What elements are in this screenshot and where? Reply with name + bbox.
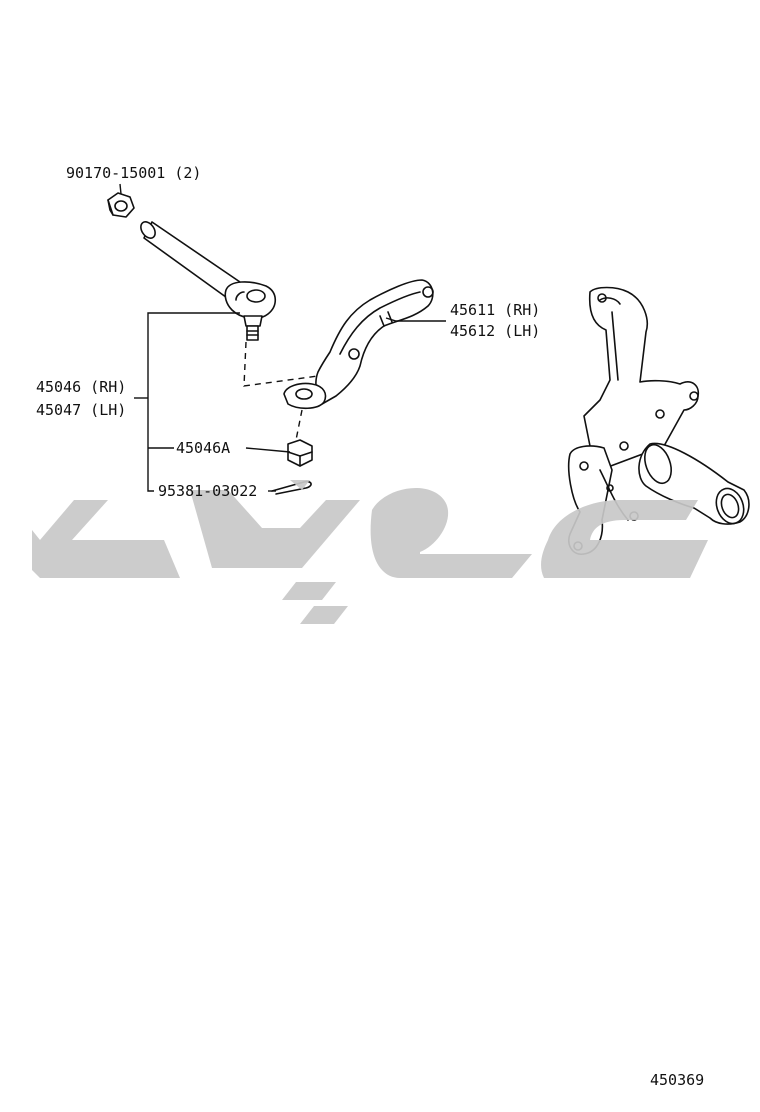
- castle-nut-label: 45046A: [176, 439, 230, 457]
- tie-rod-end-part: [140, 221, 277, 341]
- watermark-logo: [32, 480, 708, 624]
- assembly-dashed-line-2: [295, 409, 303, 441]
- hex-nut-part: [107, 192, 135, 218]
- tie-rod-end-rh-label: 45046 (RH): [36, 378, 126, 396]
- bracket-leader-lines: [134, 312, 446, 492]
- nut-leader-line: [119, 183, 122, 195]
- knuckle-arm-part: [283, 279, 434, 410]
- castle-nut-part: [287, 439, 313, 467]
- assembly-dashed-line-1: [243, 341, 319, 387]
- tie-rod-end-lh-label: 45047 (LH): [36, 401, 126, 419]
- knuckle-arm-rh-label: 45611 (RH): [450, 301, 540, 319]
- diagram-number-label: 450369: [650, 1071, 704, 1089]
- nut-part-number-label: 90170-15001 (2): [66, 164, 201, 182]
- knuckle-arm-lh-label: 45612 (LH): [450, 322, 540, 340]
- cotter-pin-label: 95381-03022: [158, 482, 257, 500]
